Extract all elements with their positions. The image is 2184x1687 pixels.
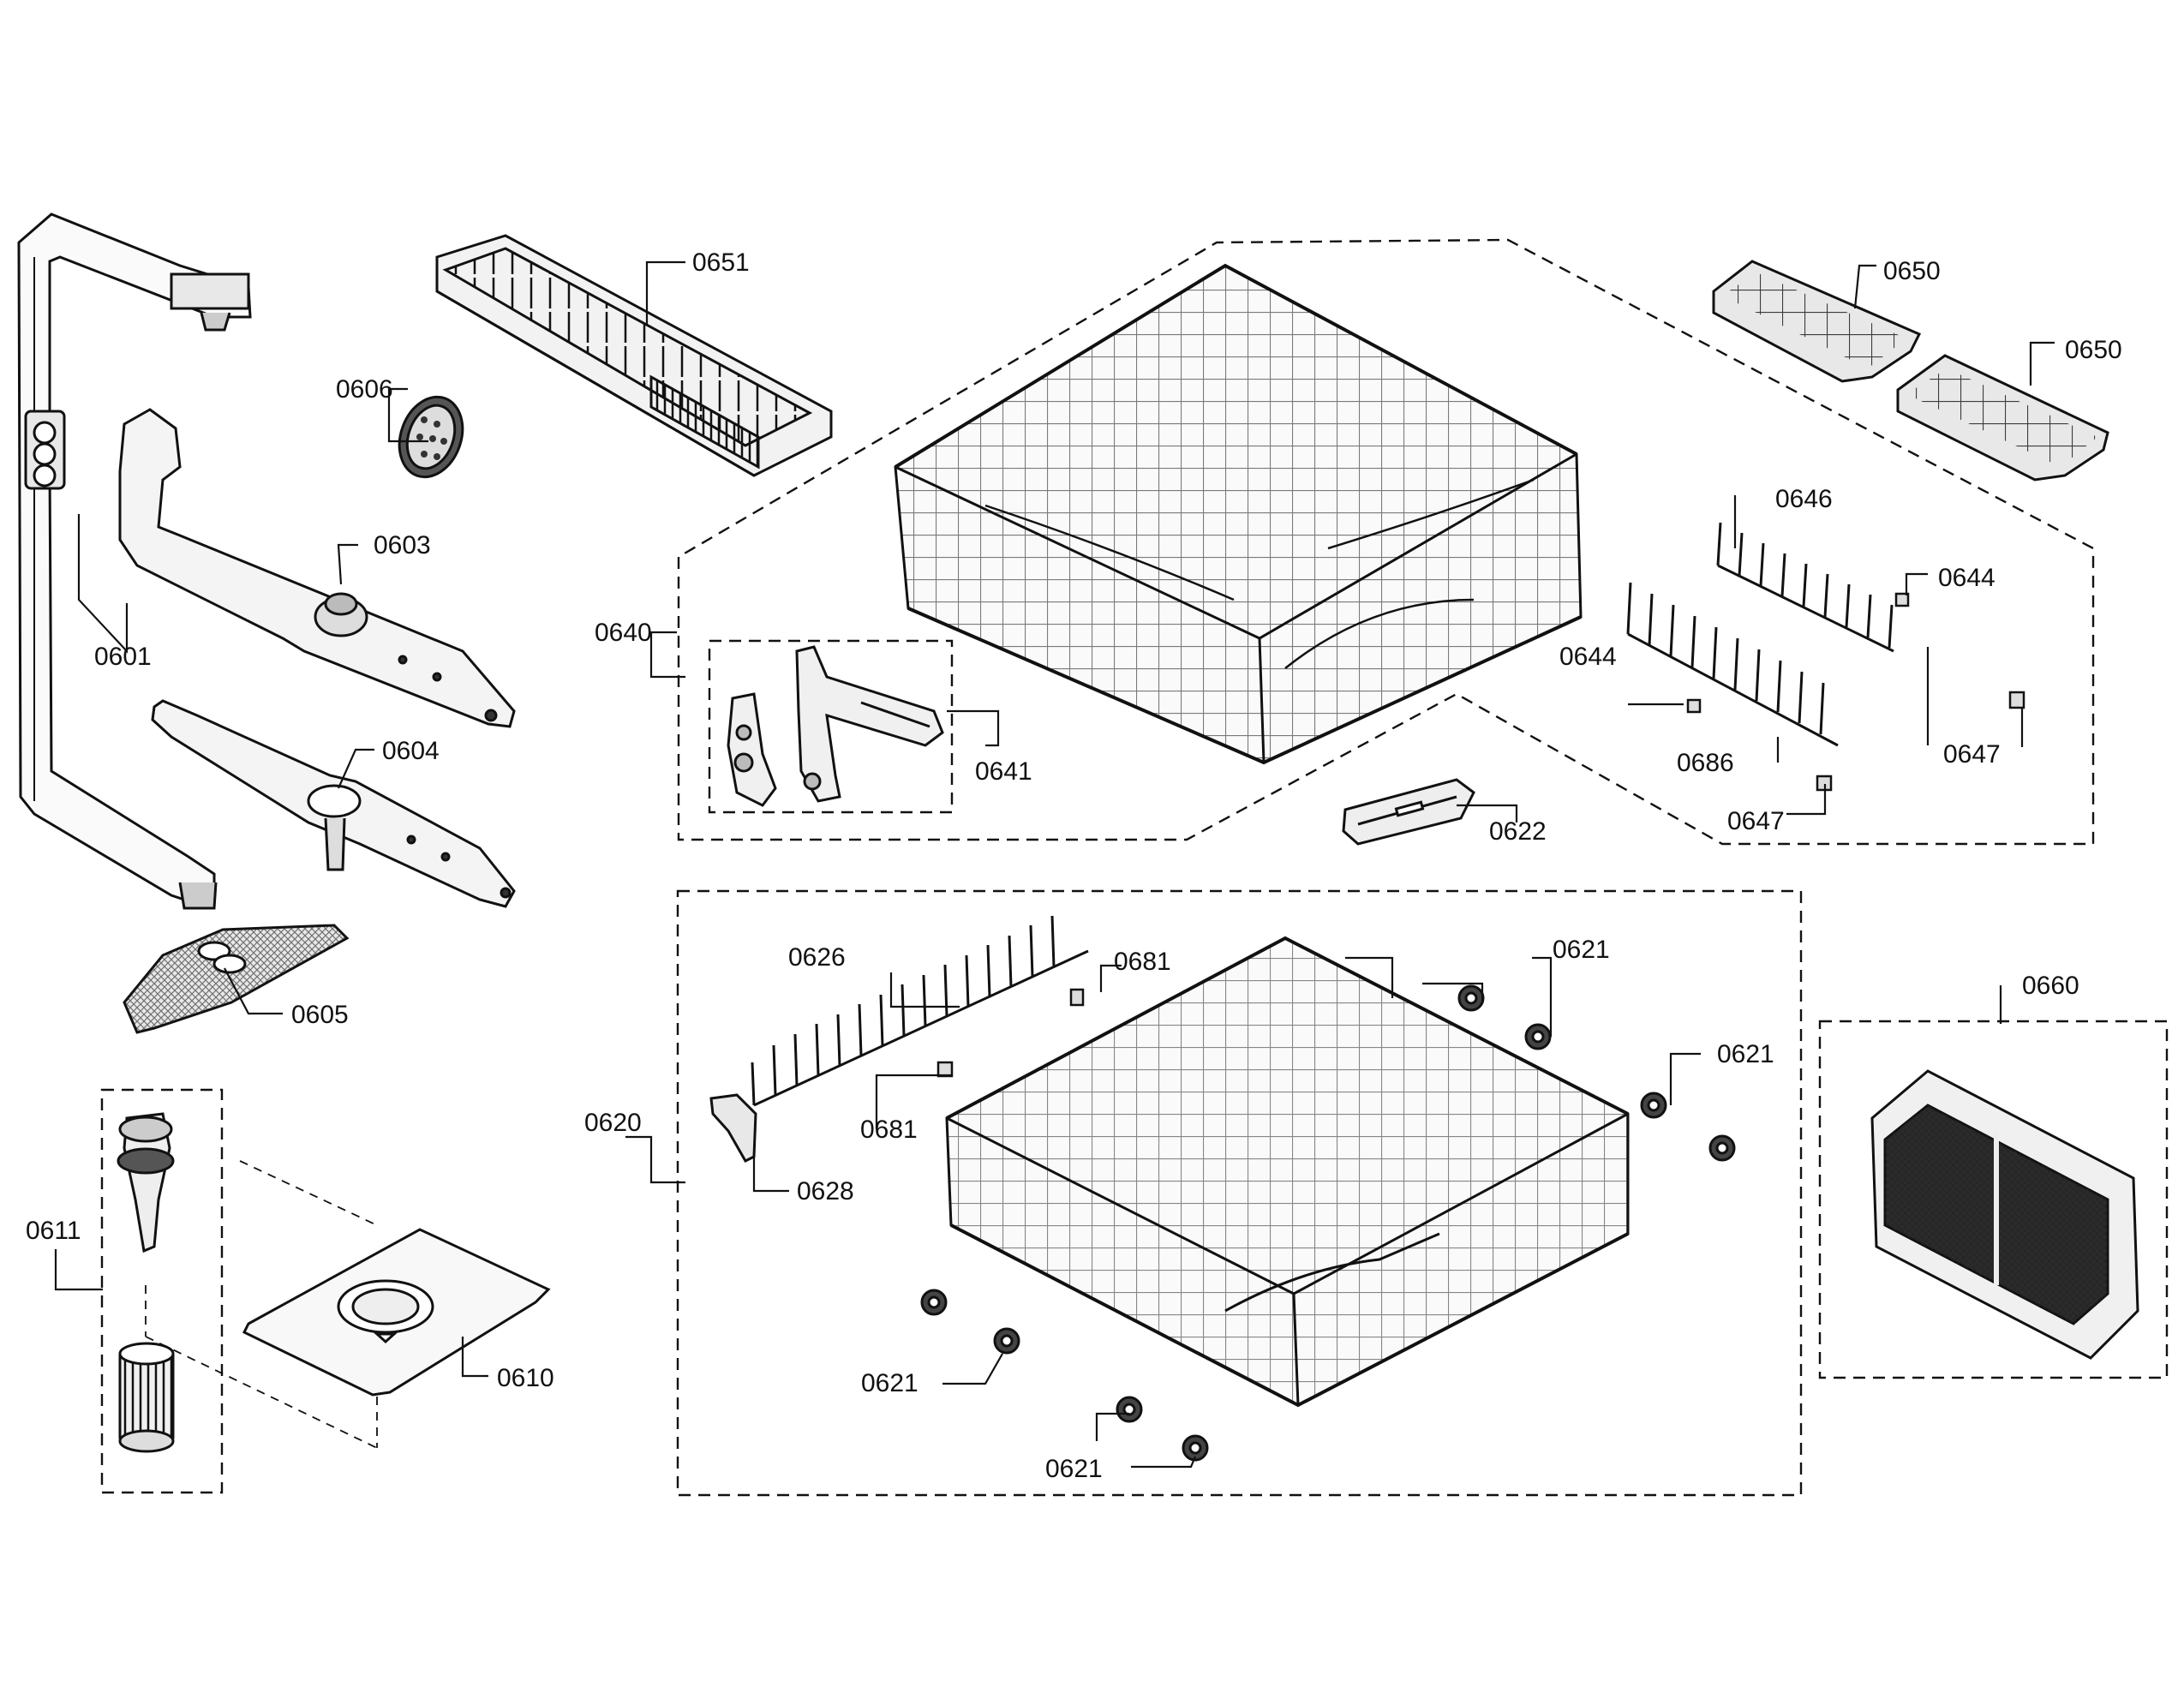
label-0621-c: 0621	[861, 1369, 918, 1397]
upper-spray-arm-0603	[118, 408, 516, 728]
filter-plate-0610	[145, 1160, 551, 1449]
label-0644-b: 0644	[1559, 643, 1617, 671]
label-0644-a: 0644	[1938, 564, 1996, 592]
label-0650-a: 0650	[1883, 257, 1941, 285]
small-clips-0644-0647	[1686, 592, 2025, 792]
cup-shelf-0650-b	[1896, 354, 2109, 482]
tine-row-0626	[751, 915, 1089, 1107]
label-0603: 0603	[374, 531, 431, 559]
label-0660: 0660	[2022, 972, 2079, 1000]
label-0605: 0605	[291, 1001, 349, 1029]
label-0640: 0640	[595, 619, 652, 647]
filter-0611-parts	[117, 1112, 175, 1453]
silverware-basket-outline	[1818, 1020, 2169, 1379]
label-0628: 0628	[797, 1177, 854, 1205]
label-0650-b: 0650	[2065, 336, 2122, 364]
label-0681-b: 0681	[860, 1116, 918, 1144]
label-0646: 0646	[1775, 485, 1833, 513]
label-0651: 0651	[692, 248, 750, 277]
rack-adjuster-outline	[708, 639, 954, 814]
wheels-0621	[920, 984, 1736, 1462]
group-outlines	[100, 238, 2169, 1497]
label-0621-b: 0621	[1717, 1040, 1774, 1068]
label-0686: 0686	[1677, 749, 1734, 777]
spray-arm-bracket-0605	[123, 924, 350, 1034]
label-0647-a: 0647	[1943, 740, 2001, 769]
label-0610: 0610	[497, 1364, 554, 1392]
label-0606: 0606	[336, 375, 393, 404]
tine-row-0686	[1626, 582, 1839, 747]
supply-pipe-0601	[17, 212, 252, 910]
upper-rack-outline	[677, 238, 2095, 846]
tine-row-0646	[1716, 522, 1894, 653]
cutlery-tray-0651	[435, 234, 833, 477]
silverware-basket-0660	[1870, 1069, 2139, 1360]
spray-head-0606	[398, 395, 464, 479]
label-0621-d: 0621	[1045, 1455, 1103, 1483]
label-0647-b: 0647	[1727, 807, 1785, 835]
label-0622: 0622	[1489, 817, 1547, 846]
lower-rack-outline	[676, 889, 1803, 1497]
label-0621-a: 0621	[1553, 936, 1610, 964]
cup-shelf-0650-a	[1712, 260, 1922, 383]
clip-0628	[709, 1093, 757, 1163]
lower-rack-basket	[945, 936, 1630, 1408]
upper-rack-basket	[894, 263, 1583, 765]
label-0611: 0611	[26, 1217, 81, 1245]
filter-outline	[100, 1088, 224, 1494]
label-0681-a: 0681	[1114, 948, 1171, 976]
label-0626: 0626	[788, 943, 846, 972]
lower-spray-arm-0604	[151, 699, 516, 908]
rack-handle-0622	[1342, 778, 1475, 846]
label-0620: 0620	[584, 1109, 642, 1137]
label-0604: 0604	[382, 737, 440, 765]
rack-adjuster-0641	[727, 645, 944, 807]
leader-lines	[54, 260, 2055, 1469]
callout-labels: 0601 0603 0604 0605 0606 0610 0611 0620 …	[26, 248, 2122, 1483]
label-0641: 0641	[975, 757, 1032, 786]
label-0601: 0601	[94, 643, 152, 671]
